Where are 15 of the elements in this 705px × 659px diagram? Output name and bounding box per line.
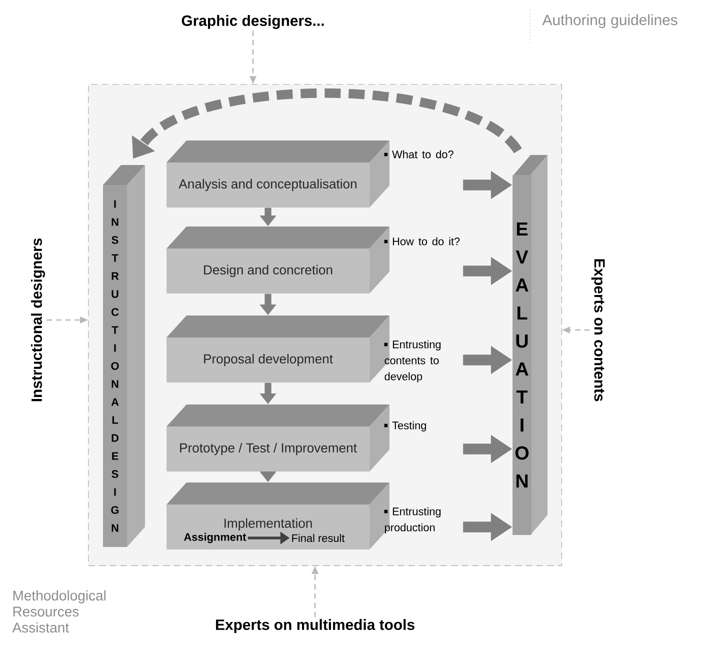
stage-block: Prototype / Test / Improvement [166, 404, 390, 472]
step-label: Final result [292, 534, 345, 542]
role-label: Instructional designers [31, 238, 45, 402]
vertical-bar: I N S T R U C T I O N A L D E S I G N [103, 165, 145, 547]
stage-block: Analysis and conceptualisation [166, 140, 390, 208]
role-label: Experts on multimedia tools [216, 619, 414, 633]
bullet-note: Entrusting production [384, 507, 441, 534]
stage-block: Design and concretion [166, 226, 390, 294]
role-label: Experts on contents [591, 259, 605, 402]
note-text: Authoring guidelines [542, 14, 678, 28]
note-text: Methodological Resources Assistant [12, 590, 106, 633]
step-label: Assignment [184, 532, 246, 544]
vertical-bar: E V A L U A T I O N [512, 155, 548, 535]
bullet-note: Entrusting contents to develop [384, 340, 441, 382]
role-label: Graphic designers... [182, 15, 324, 29]
